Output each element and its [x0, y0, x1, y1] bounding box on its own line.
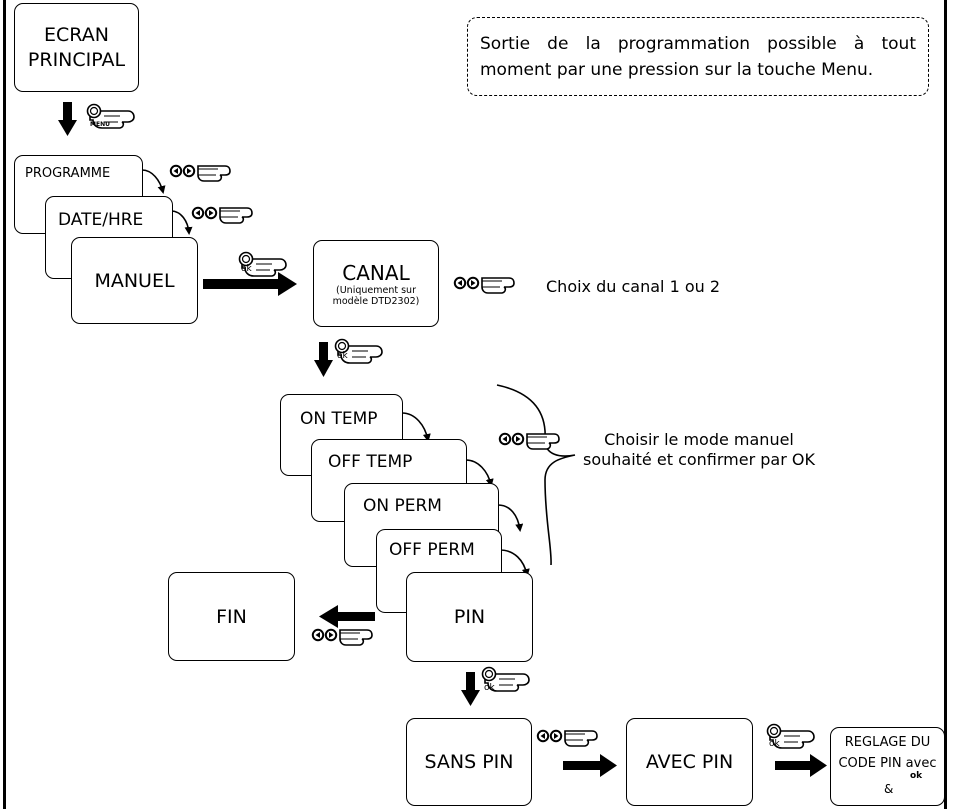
right-arrow: [563, 754, 617, 777]
curved-arrow: [497, 504, 524, 532]
mode-choice-text: Choisir le mode manuel souhaité et confi…: [583, 430, 815, 470]
off-perm-label: OFF PERM: [389, 540, 475, 560]
menu-key-label: MENU: [90, 121, 110, 128]
ok-key-label: ok: [910, 771, 923, 781]
right-arrow: [203, 272, 297, 296]
on-perm-label: ON PERM: [363, 496, 442, 516]
left-arrow: [319, 605, 375, 628]
reglage-line2: CODE PIN avec: [838, 756, 937, 771]
sans-pin-label: SANS PIN: [424, 751, 514, 773]
curved-arrow: [499, 549, 530, 577]
canal-box: CANAL (Uniquement sur modèle DTD2302): [313, 240, 439, 327]
sans-pin-box: SANS PIN: [406, 718, 532, 806]
manuel-label: MANUEL: [94, 269, 175, 292]
ok-key-label: ok: [241, 264, 252, 274]
canal-label: CANAL: [342, 260, 410, 285]
pin-box: PIN: [406, 572, 533, 662]
ecran-principal-box: ECRAN PRINCIPAL: [14, 3, 139, 92]
note-box: Sortie de la programmation possible à to…: [467, 17, 929, 96]
left-right-hand-icon: [313, 630, 372, 645]
curved-arrow: [401, 412, 431, 442]
canal-choice-text: Choix du canal 1 ou 2: [546, 277, 721, 296]
down-arrow: [461, 672, 480, 706]
curved-arrow: [465, 459, 494, 487]
ok-key-label: ok: [337, 351, 348, 361]
avec-pin-box: AVEC PIN: [626, 718, 753, 806]
fin-box: FIN: [168, 572, 295, 661]
ok-key-label: ok: [769, 739, 780, 749]
canal-note-line2: modèle DTD2302): [332, 295, 420, 307]
on-temp-label: ON TEMP: [300, 409, 378, 429]
off-temp-label: OFF TEMP: [328, 452, 413, 472]
down-arrow: [58, 102, 77, 136]
programme-label: PROGRAMME: [25, 166, 111, 181]
ok-key-label: ok: [484, 683, 495, 693]
right-arrow: [775, 754, 827, 777]
mode-choice-line1: Choisir le mode manuel: [604, 430, 794, 449]
left-right-hand-icon: [500, 434, 559, 449]
mode-choice-line2: souhaité et confirmer par OK: [583, 450, 815, 469]
curved-arrow: [170, 210, 193, 235]
reglage-box: REGLAGE DU CODE PIN avec: [830, 727, 945, 806]
down-arrow: [314, 342, 333, 377]
left-right-hand-icon: [193, 208, 252, 223]
curved-arrow: [141, 169, 166, 194]
ecran-line1: ECRAN: [44, 23, 109, 46]
bracket: [496, 384, 576, 566]
avec-pin-label: AVEC PIN: [645, 751, 734, 773]
reglage-line1: REGLAGE DU: [844, 735, 931, 750]
pin-label: PIN: [453, 606, 486, 628]
left-right-hand-icon: [538, 731, 597, 746]
left-right-hand-icon: [171, 166, 230, 181]
ecran-line2: PRINCIPAL: [27, 48, 126, 71]
date-hre-label: DATE/HRE: [58, 210, 144, 230]
left-right-hand-icon: [455, 278, 514, 293]
page-frame: [3, 0, 947, 809]
fin-label: FIN: [216, 605, 247, 628]
canal-note-line1: (Uniquement sur: [336, 284, 416, 296]
reglage-ampersand: &: [884, 782, 894, 796]
manuel-box: MANUEL: [71, 237, 198, 324]
